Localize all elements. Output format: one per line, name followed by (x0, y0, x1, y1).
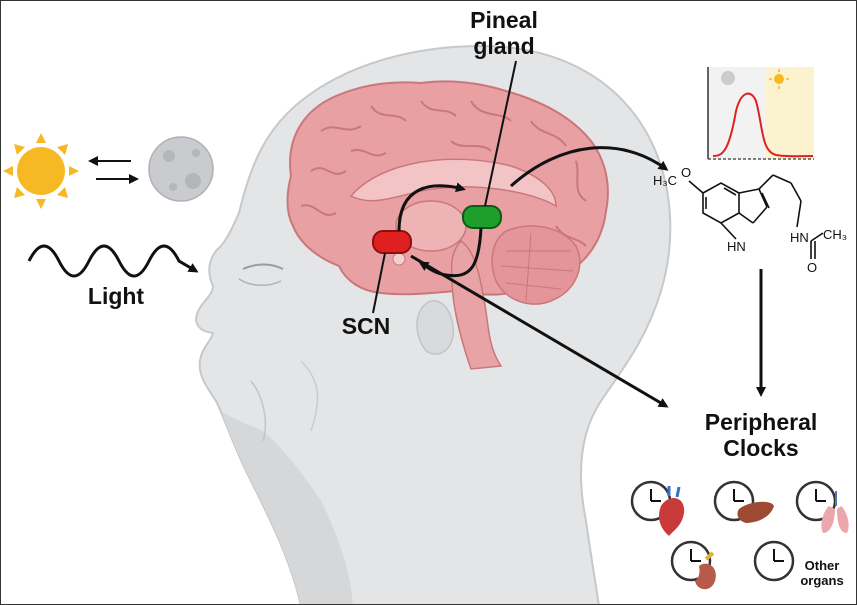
peripheral-clocks-label: Peripheral Clocks (704, 409, 818, 462)
clock-kidney-icon (670, 540, 716, 590)
pineal-gland (462, 205, 502, 229)
melatonin-plot (707, 67, 814, 160)
clock-other-icon (753, 540, 795, 582)
light-wave-icon (27, 244, 199, 278)
pineal-gland-label: Pineal gland (470, 7, 538, 60)
sun-icon (3, 133, 79, 209)
clock-lungs-icon (795, 480, 849, 533)
molecule-nh-ring: HN (727, 239, 746, 254)
scn-nucleus (372, 230, 412, 254)
other-organs-label: Other organs (800, 558, 844, 588)
molecule-nh-amide: HN (790, 230, 809, 245)
melatonin-curve (712, 92, 814, 158)
molecule-methyl: CH₃ (823, 227, 848, 242)
scn-to-pineal-arrow (397, 182, 466, 232)
moon-icon (148, 136, 214, 202)
light-label: Light (87, 283, 145, 309)
plot-moon-icon (721, 71, 735, 85)
plot-sun-icon (769, 69, 789, 89)
melatonin-molecule (688, 174, 824, 259)
scn-label: SCN (341, 313, 391, 339)
molecule-methoxy: H₃C (653, 173, 678, 188)
molecule-oxygen: O (681, 165, 692, 180)
clock-heart-icon (630, 480, 685, 536)
scn-pointer (372, 252, 386, 314)
clock-liver-icon (713, 480, 774, 523)
scn-to-periphery-arrow (410, 254, 669, 408)
molecule-carbonyl-o: O (807, 260, 818, 275)
pineal-pointer (484, 60, 517, 207)
pineal-to-melatonin-arrow (509, 146, 669, 188)
